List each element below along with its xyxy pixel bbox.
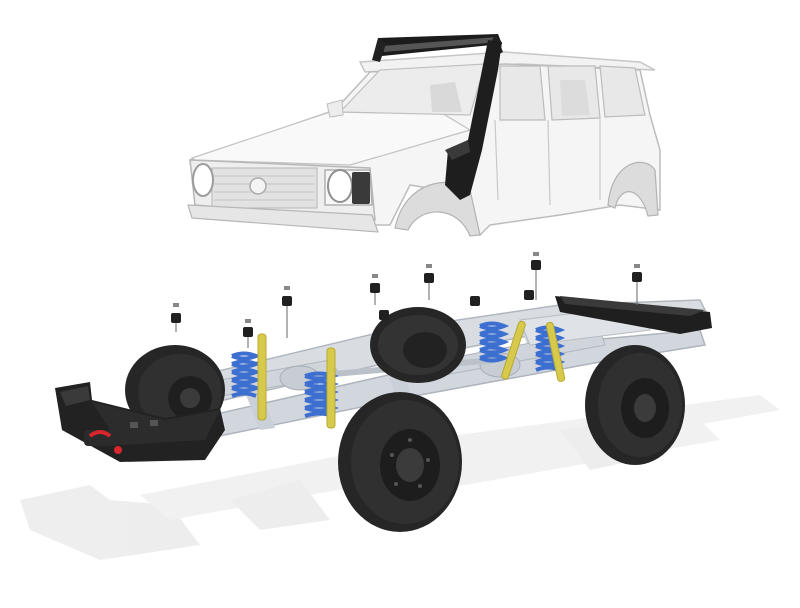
wheel-icon <box>585 345 685 465</box>
suv-body <box>187 51 661 237</box>
rear-bumper <box>555 296 712 334</box>
bolt-icon <box>171 252 642 337</box>
bolt-stems <box>175 270 638 348</box>
wheel-icon <box>370 307 466 383</box>
shock-absorber-icon <box>257 320 566 429</box>
badge-emblem <box>249 177 267 195</box>
headlight-left <box>192 163 214 197</box>
headlight-right <box>327 169 353 203</box>
wheel-icon <box>338 392 462 532</box>
light-bar-icon <box>372 34 503 62</box>
snorkel-icon <box>445 40 502 200</box>
winch-icon <box>84 430 122 454</box>
